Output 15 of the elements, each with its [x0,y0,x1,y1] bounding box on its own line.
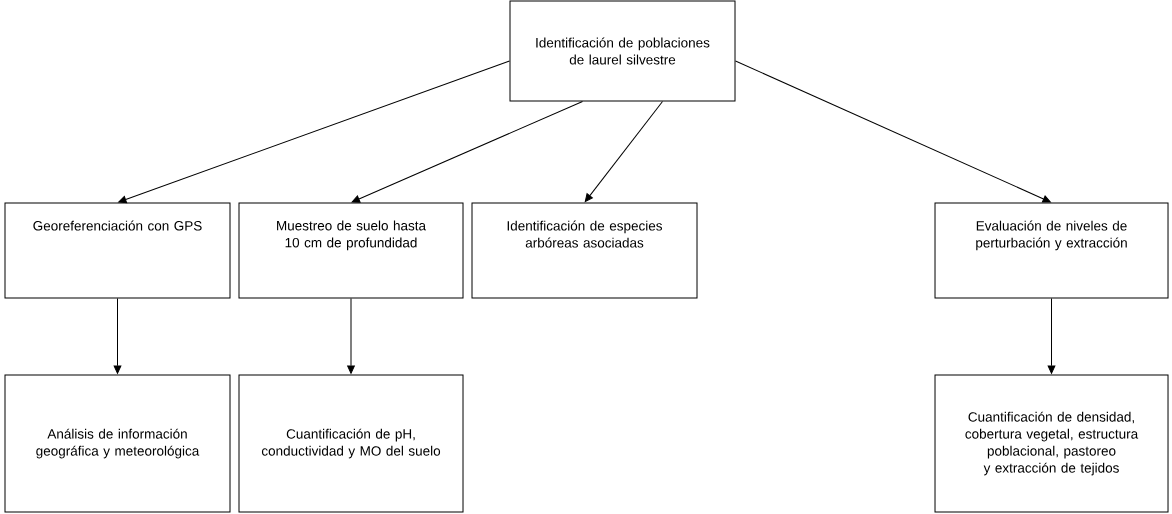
process-box: Identificación de poblaciones de laurel silvestre [509,0,736,102]
process-box: Cuantificación de pH, conductividad y MO del suelo [238,374,464,513]
process-box: Evaluación de niveles de perturbación y extracción [934,202,1169,299]
process-box: Cuantificación de densidad, cobertura vegetal, estructura poblacional, pastoreo y extracción de tejidos [934,374,1169,513]
arrow [113,298,122,374]
process-box: Muestreo de suelo hasta 10 cm de profundidad [238,202,464,299]
arrow [347,298,355,374]
process-box: Identificación de especies arbóreas asociadas [471,202,698,299]
process-box: Análisis de información geográfica y meteorológica [4,374,231,513]
arrow [584,101,663,203]
process-box: Georeferenciación con GPS [4,202,231,299]
arrow [1047,298,1056,374]
arrow [735,60,1051,203]
arrow [118,60,510,204]
arrow [351,101,583,203]
